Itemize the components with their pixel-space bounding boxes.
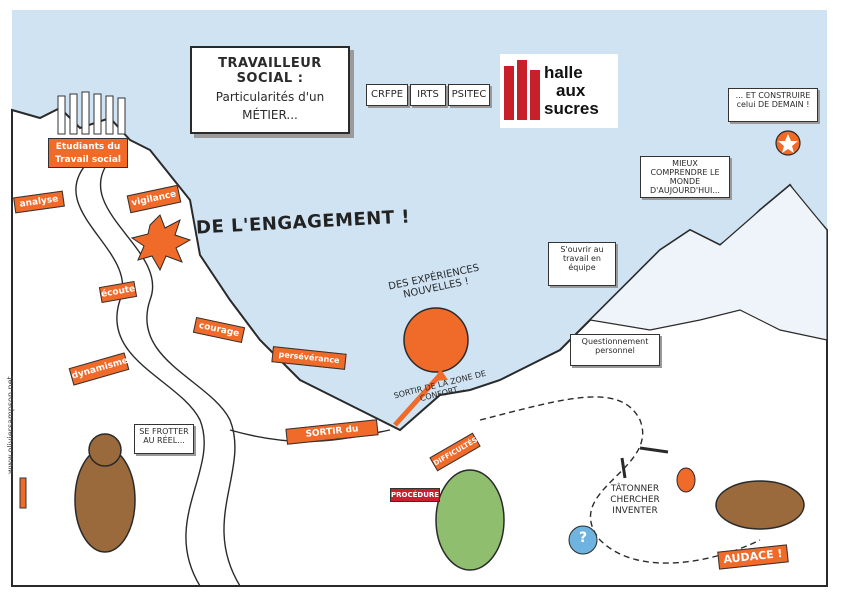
halle-aux-sucres-logo: halle aux sucres [500, 54, 618, 128]
question-circle [568, 525, 598, 555]
tag-crfpe: CRFPE [366, 84, 408, 106]
construire-note: ... ET CONSTRUIRE celui DE DEMAIN ! [728, 88, 818, 122]
comprendre-note: MIEUX COMPRENDRE LE MONDE D'AUJOURD'HUI.… [640, 156, 730, 198]
tatonner-text: TÂTONNER CHERCHER INVENTER [600, 484, 670, 517]
down-arrow [620, 457, 627, 479]
title-box: TRAVAILLEUR SOCIAL : Particularités d'un… [190, 46, 350, 134]
tatonner-line-3: INVENTER [612, 506, 658, 516]
logo-line-2: aux [556, 81, 586, 100]
snowy-peaks [588, 184, 828, 341]
questionnement-note: Questionnement personnel [570, 334, 660, 366]
animal-figure [715, 480, 805, 530]
students-banner: Etudiants du Travail social [48, 138, 128, 168]
sortir-arrow [393, 373, 442, 427]
sortir-arrow-head [434, 368, 448, 381]
procedure-banner: PROCÉDURE [390, 488, 440, 502]
logo-line-1: halle [544, 63, 583, 82]
title-line-1: TRAVAILLEUR SOCIAL : [218, 56, 322, 86]
tag-irts: IRTS [410, 84, 446, 106]
question-mark: ? [578, 530, 588, 546]
students-group [57, 91, 126, 135]
path-left-edge [99, 159, 241, 587]
path-left [75, 159, 205, 587]
star-icon [778, 134, 798, 153]
bear-head [88, 433, 122, 467]
se-frotter-note: SE FROTTER AU RÉEL... [134, 424, 194, 454]
path-right [479, 396, 761, 564]
logo-mark-icon [504, 60, 540, 120]
pencil-icon [19, 477, 27, 509]
engagement-burst [130, 214, 192, 272]
logo-line-3: sucres [544, 99, 599, 118]
tag-psitec: PSITEC [448, 84, 490, 106]
tatonner-line-1: TÂTONNER [610, 484, 660, 494]
experiences-circle [403, 307, 469, 373]
lightbulb-icon [676, 467, 696, 493]
ouvrir-note: S'ouvrir au travail en équipe [548, 242, 616, 286]
forward-arrow [639, 446, 669, 454]
monster-figure [435, 469, 505, 571]
title-line-3: MÉTIER... [242, 108, 298, 122]
website-text: www.oliviersampson.net [6, 376, 15, 474]
tatonner-line-2: CHERCHER [610, 495, 660, 505]
title-line-2: Particularités d'un [215, 90, 325, 104]
